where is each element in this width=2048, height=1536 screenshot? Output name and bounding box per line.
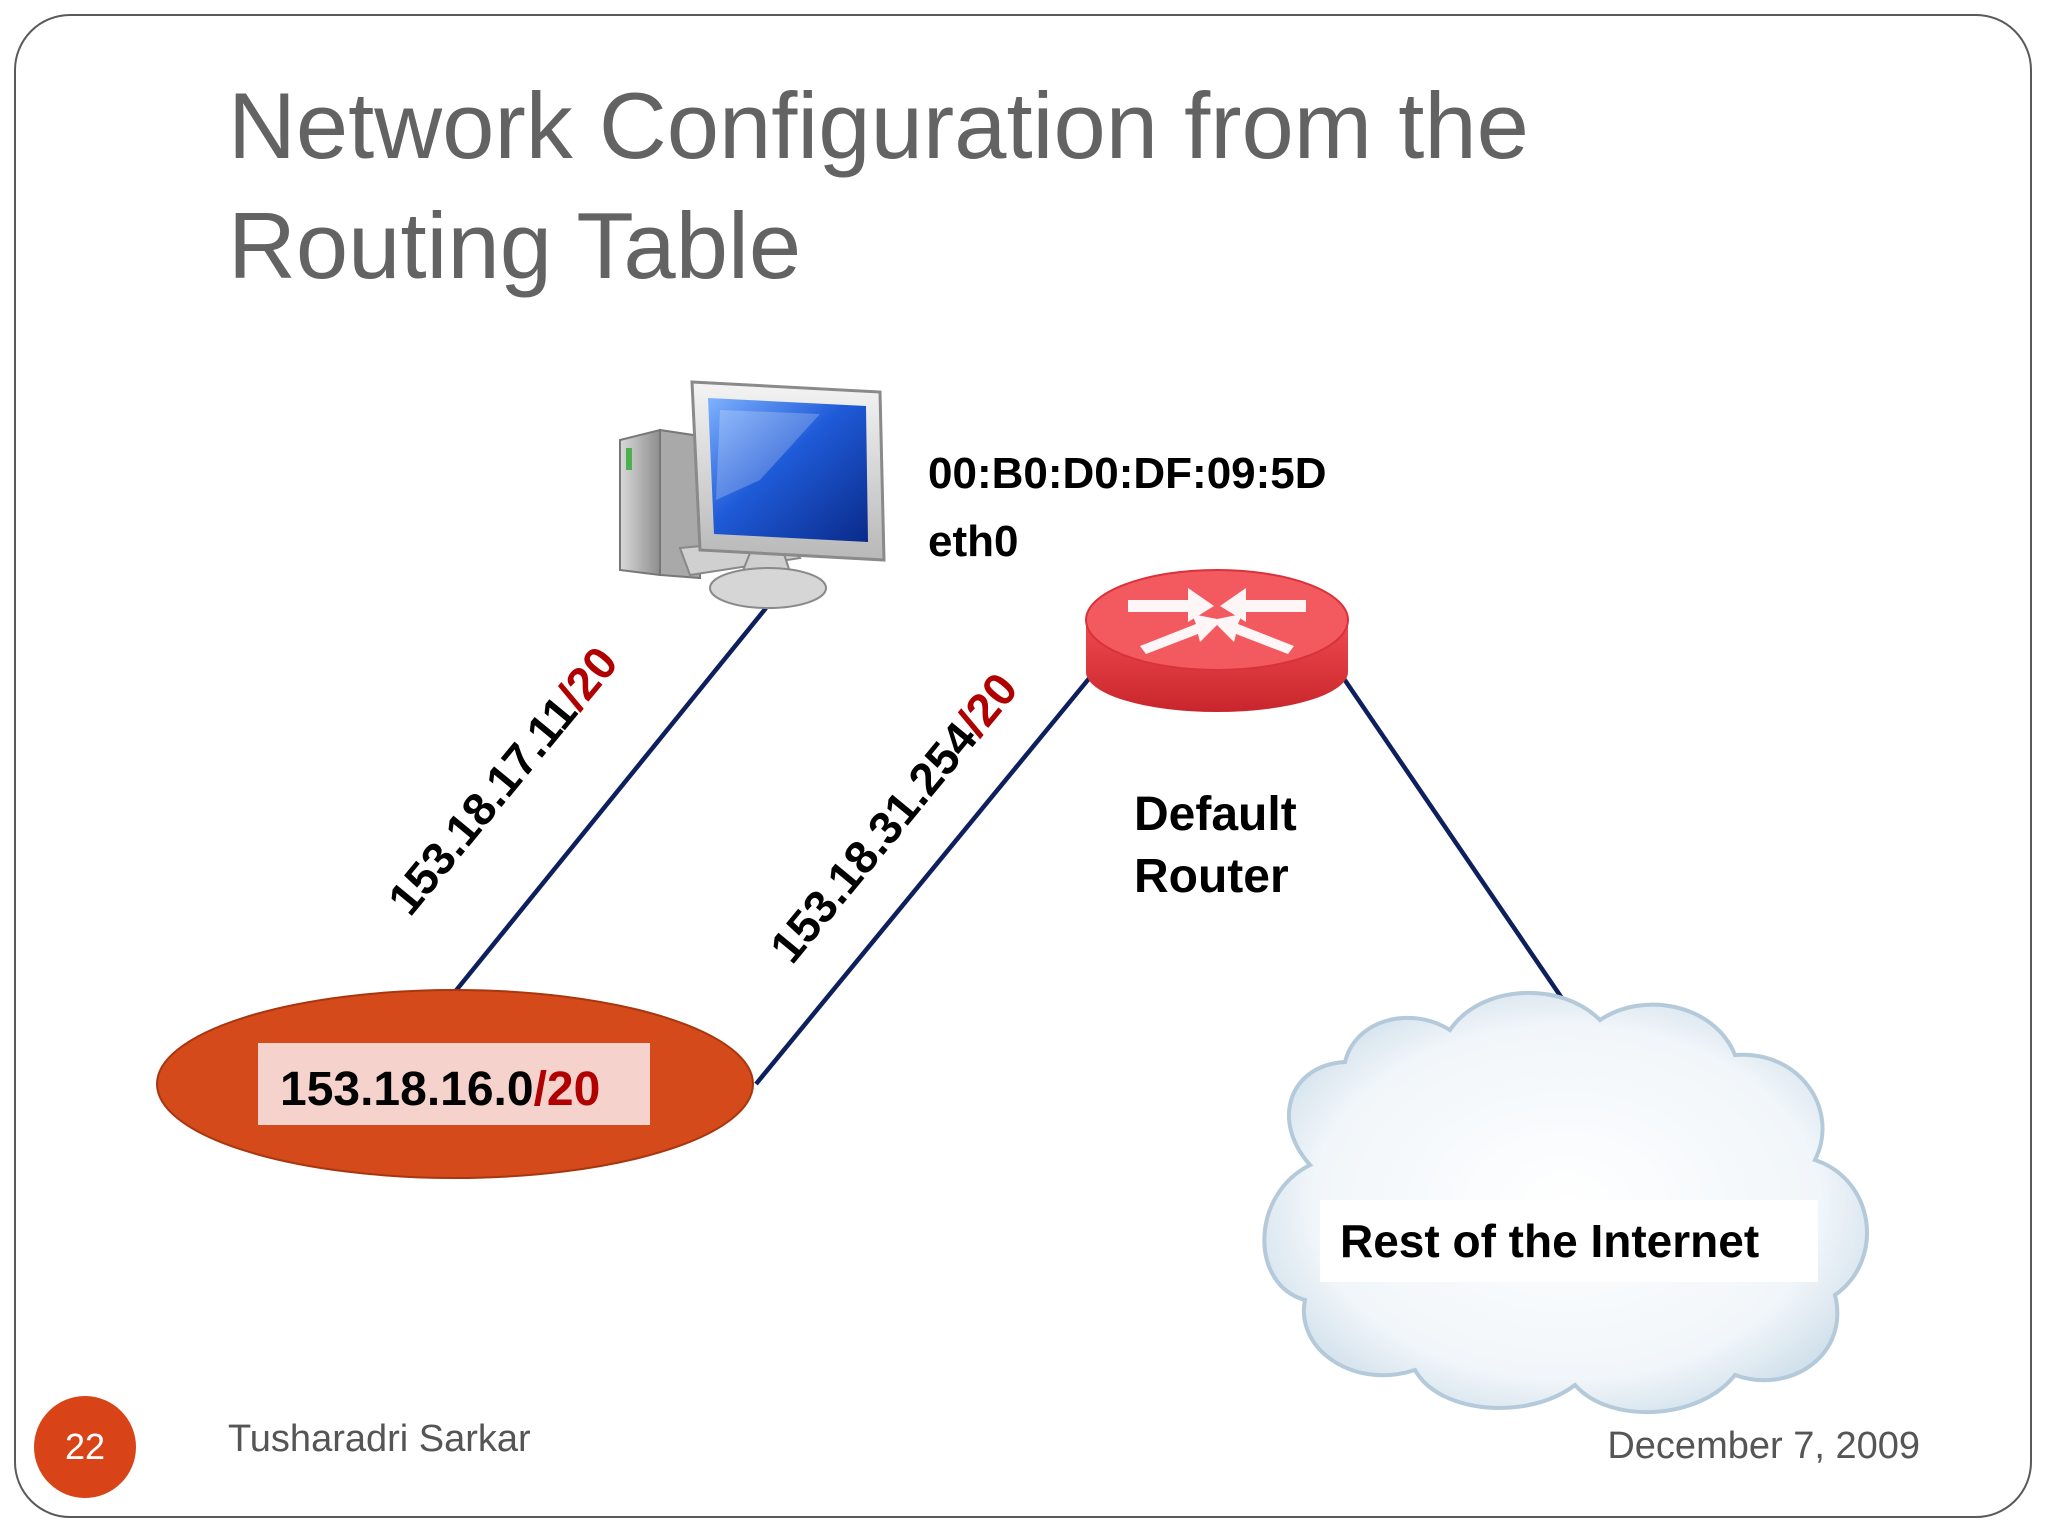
router-link-address: 153.18.31.254/20	[760, 663, 1028, 972]
computer-icon	[619, 380, 886, 609]
host-mac-label: 00:B0:D0:DF:09:5D	[928, 449, 1327, 498]
router-label-line1: Default	[1134, 788, 1297, 841]
footer-author: Tusharadri Sarkar	[228, 1418, 531, 1460]
router-label-line2: Router	[1134, 850, 1289, 903]
link-host-network	[452, 606, 768, 995]
network-prefix: /20	[534, 1063, 601, 1116]
network-ip: 153.18.16.0	[280, 1063, 534, 1116]
network-label-box	[258, 1043, 650, 1125]
page-number-badge: 22	[34, 1396, 136, 1498]
link-router-internet	[1336, 668, 1572, 1012]
internet-label: Rest of the Internet	[1340, 1215, 1759, 1267]
internet-label-box	[1320, 1200, 1818, 1282]
host-link-ip: 153.18.17.11	[378, 686, 587, 924]
router-icon	[1085, 569, 1349, 712]
host-interface-label: eth0	[928, 517, 1018, 566]
title-line-2: Routing Table	[228, 193, 802, 298]
footer-date: December 7, 2009	[1607, 1425, 1920, 1467]
title-line-1: Network Configuration from the	[228, 73, 1529, 178]
slide-title: Network Configuration from the Routing T…	[228, 66, 1529, 306]
link-network-router	[754, 668, 1098, 1086]
network-address: 153.18.16.0/20	[280, 1063, 600, 1116]
host-link-address: 153.18.17.11/20	[378, 637, 628, 925]
